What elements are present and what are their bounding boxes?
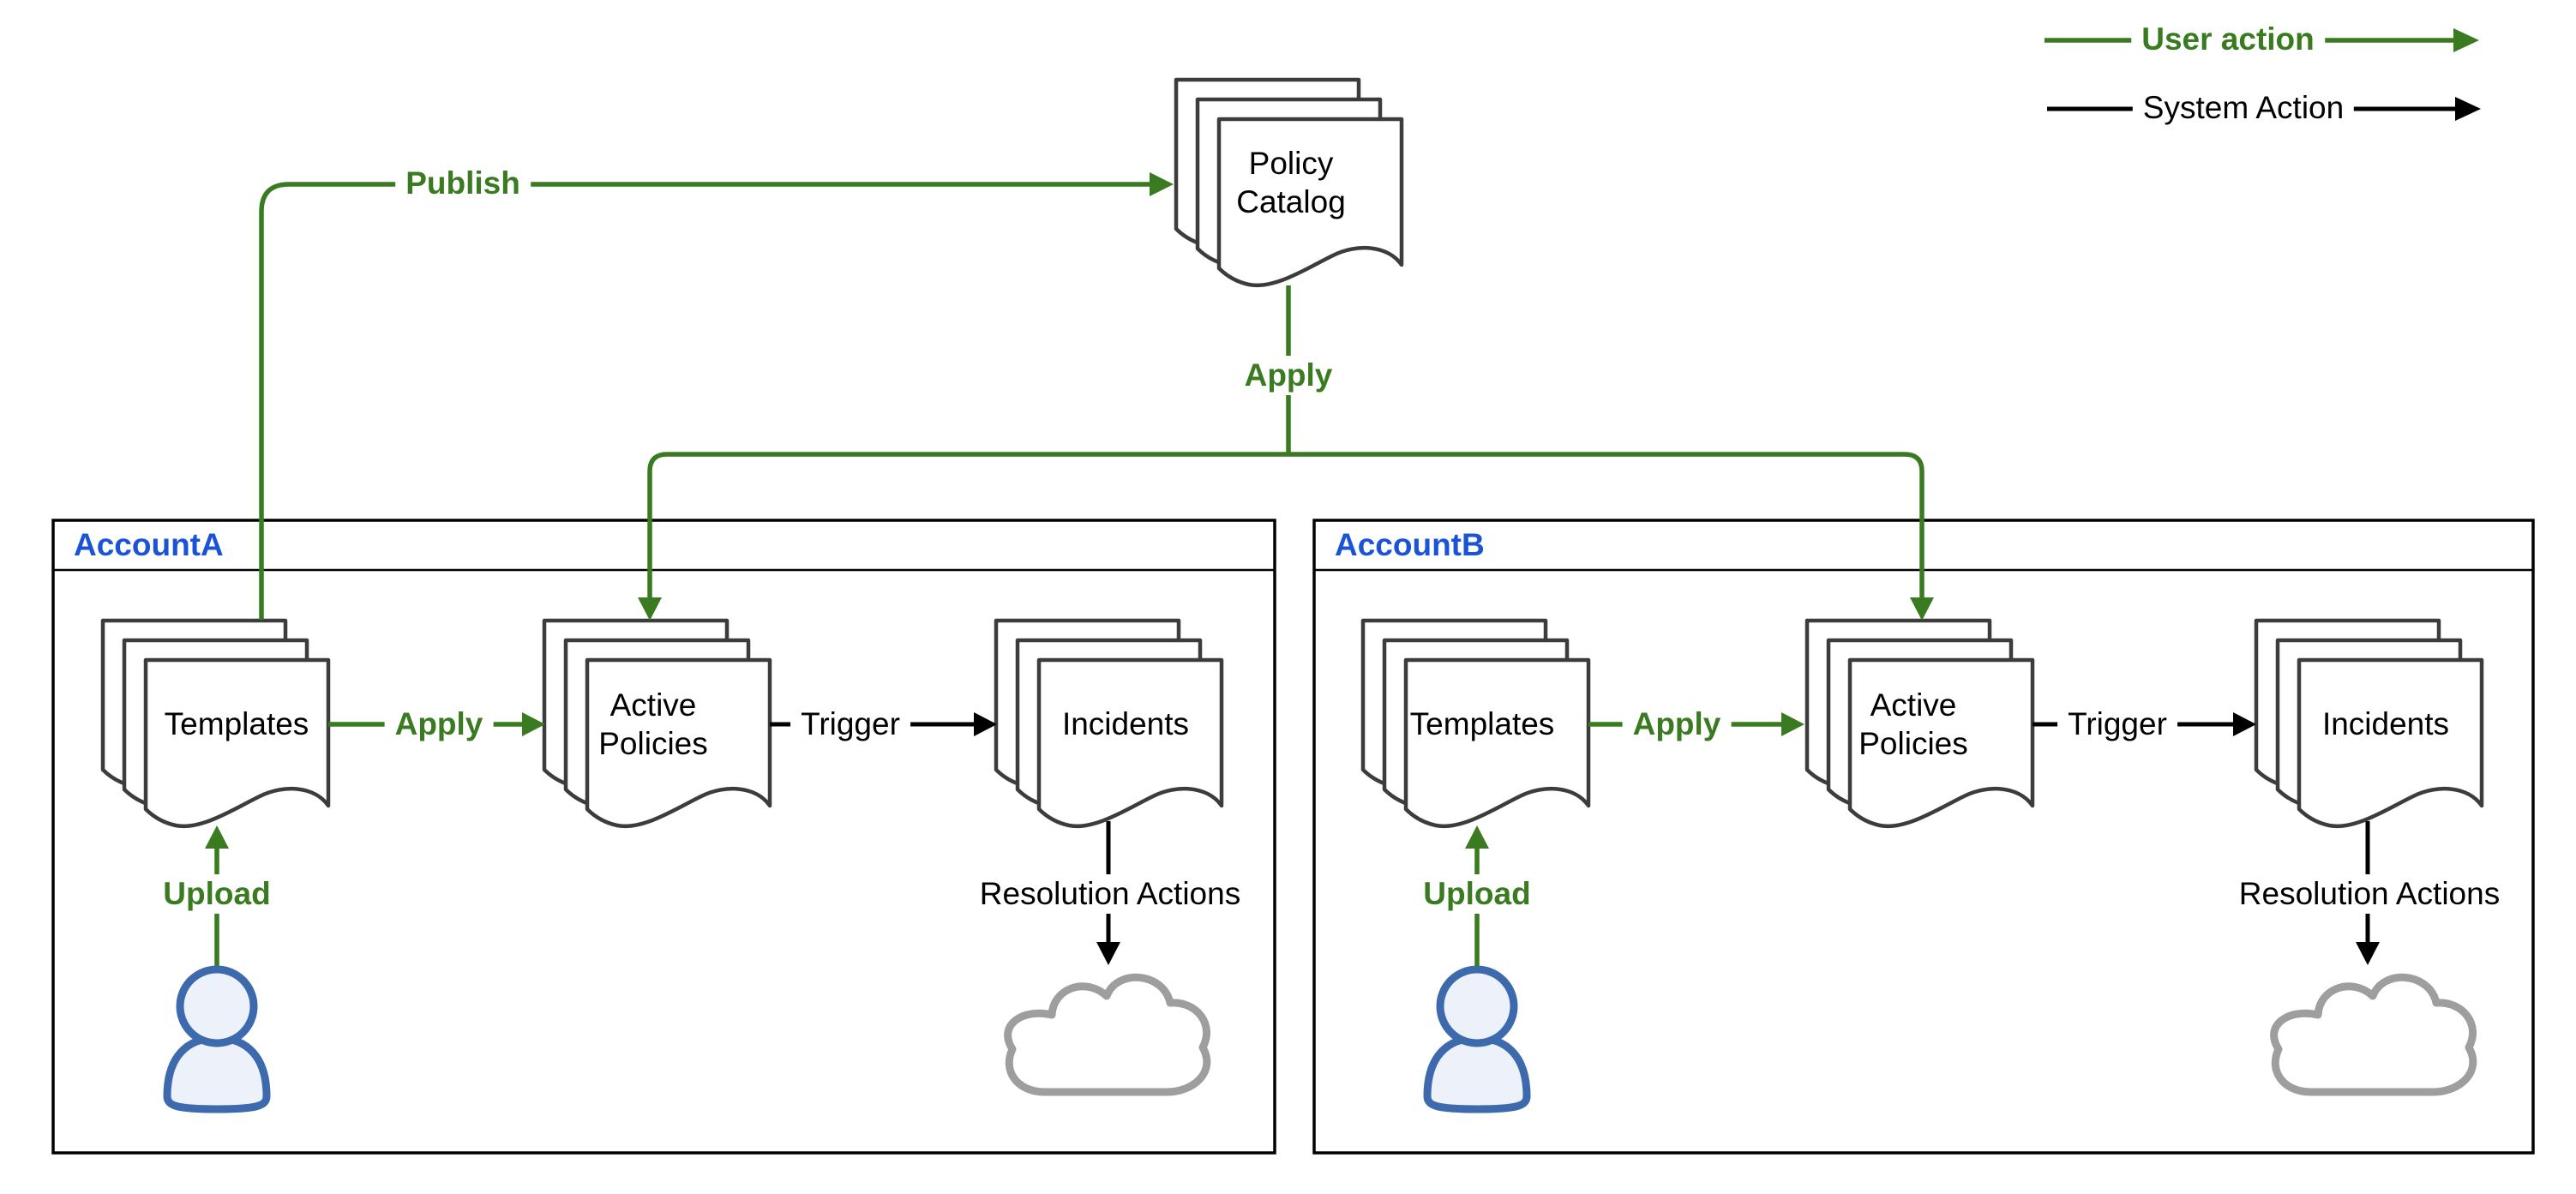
- apply-top-label: Apply: [1234, 356, 1343, 395]
- publish-label: Publish: [395, 164, 531, 203]
- resolution-actions-label-a: Resolution Actions: [969, 874, 1252, 914]
- templates-label-a: Templates: [164, 706, 309, 741]
- incidents-label-a: Incidents: [1061, 706, 1190, 741]
- cloud-icon-b: [2274, 977, 2473, 1092]
- policy-catalog-label: Policy Catalog: [1236, 146, 1346, 219]
- apply-label-b: Apply: [1622, 705, 1732, 744]
- active-policies-label-b: Active Policies: [1858, 687, 1968, 761]
- trigger-label-b: Trigger: [2057, 705, 2177, 744]
- legend-system-action-label: System Action: [2132, 88, 2355, 128]
- upload-label-b: Upload: [1413, 874, 1541, 914]
- legend-user-action-label: User action: [2131, 20, 2325, 59]
- publish-arrow: [259, 172, 1174, 620]
- active-policies-label-a: Active Policies: [598, 687, 708, 761]
- account-a-box: [51, 519, 1276, 1155]
- resolution-actions-label-b: Resolution Actions: [2228, 874, 2511, 914]
- upload-label-a: Upload: [153, 874, 281, 914]
- incidents-label-b: Incidents: [2321, 706, 2450, 741]
- cloud-icon-a: [1008, 977, 1207, 1092]
- account-a-label: AccountA: [74, 527, 224, 562]
- user-person-icon-a: [167, 969, 267, 1109]
- apply-label-a: Apply: [384, 705, 494, 744]
- account-b-label: AccountB: [1335, 527, 1485, 562]
- trigger-label-a: Trigger: [790, 705, 910, 744]
- templates-label-b: Templates: [1409, 706, 1555, 741]
- user-person-icon-b: [1427, 969, 1527, 1109]
